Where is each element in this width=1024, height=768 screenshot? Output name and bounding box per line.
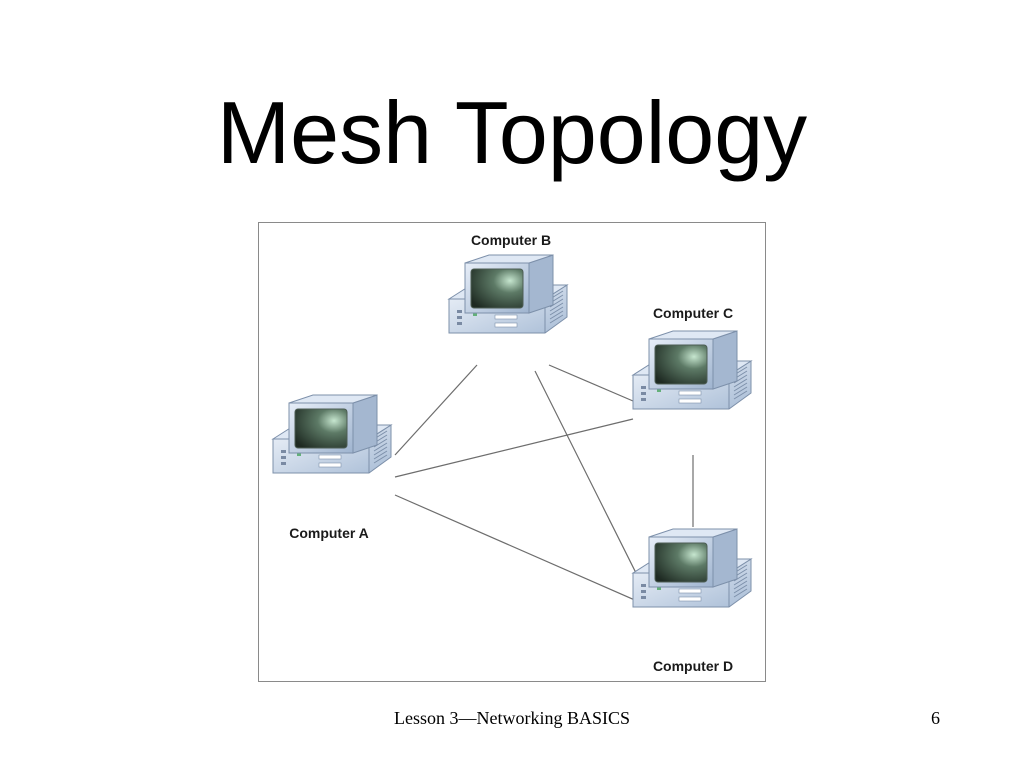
node-computer-a [272,394,392,474]
node-computer-c [632,330,752,410]
link-b-c [548,364,634,402]
computer-d-label: Computer D [653,658,733,674]
link-b-d [534,370,644,588]
footer-text: Lesson 3—Networking BASICS [393,708,630,728]
computer-b-label: Computer B [471,232,551,248]
computer-c-icon [632,330,752,410]
computer-c-label: Computer C [653,305,733,321]
slide-title: Mesh Topology [216,83,808,182]
node-computer-d [632,528,752,608]
link-a-b [394,364,478,456]
page-number: 6 [931,708,940,728]
link-a-c [394,418,634,478]
computer-b-icon [448,254,568,334]
node-computer-b [448,254,568,334]
computer-a-label: Computer A [289,525,369,541]
computer-a-icon [272,394,392,474]
mesh-topology-diagram: Computer B Computer C Computer A Compute… [258,222,766,682]
computer-d-icon [632,528,752,608]
link-a-d [394,494,638,602]
